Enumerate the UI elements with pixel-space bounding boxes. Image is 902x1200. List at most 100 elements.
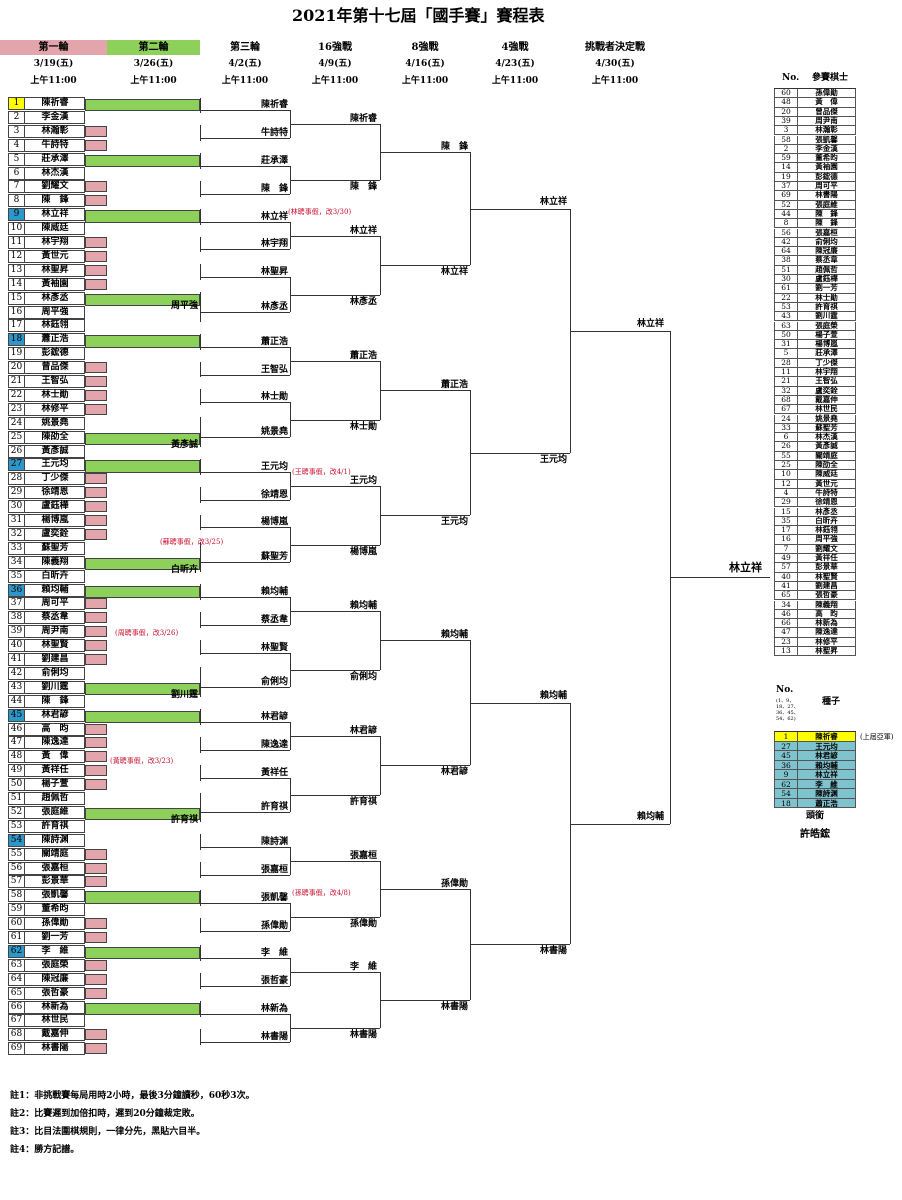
ranking-no: 8 [775,219,798,228]
bracket-line [290,124,380,126]
player-name: 劉一芳 [41,932,69,942]
round-label: 4強戰 [501,42,529,53]
ranking-no: 38 [775,256,798,265]
seed-number: 39 [9,626,25,638]
round1-box [85,1029,107,1041]
ranking-no: 12 [775,479,798,488]
winner-name: 牛詩特 [260,128,288,139]
ranking-name: 林彥丞 [815,506,838,516]
ranking-no: 5 [775,349,798,358]
round2-box [85,1002,200,1015]
winner-name: 楊博嵐 [260,517,288,528]
bracket-line [570,330,670,332]
bracket-line [470,702,570,704]
winner-name: 張凱馨 [260,892,288,903]
player-name: 林彥丞 [41,292,69,303]
bracket-line [200,1001,201,1017]
winner-name: 姚景堯 [260,427,288,438]
ranking-name: 陳義翔 [815,599,838,609]
player-name: 賴均輔 [41,584,69,595]
ranking-no: 68 [775,395,798,405]
ranking-no: 58 [775,135,798,144]
round1-box [85,765,107,777]
ranking-no: 37 [775,181,798,191]
bracket-line [290,485,380,487]
seed-name: 陳詩渊 [815,789,838,798]
ranking-name: 盧鈺樺 [815,274,838,283]
seed-name: 蕭正浩 [815,798,838,808]
ranking-no: 23 [775,637,798,646]
bracket-line [290,861,380,863]
round1-box [85,264,107,276]
seed-number: 47 [9,737,25,749]
bracket-line [380,152,470,154]
seed-number: 48 [9,751,25,763]
schedule-note: (王聘事假，改4/1) [292,468,351,476]
bracket-line [200,562,290,564]
seed-number: 68 [9,1029,25,1041]
round2-box [85,99,200,112]
round2-box [85,807,200,821]
bracket-line [200,812,290,814]
winner-name: 張嘉桓 [349,851,377,862]
round1-box [85,389,107,401]
bracket-line [200,292,201,322]
round1-box [85,862,107,874]
winner-name: 李 維 [349,962,377,973]
winner-name: 徐靖恩 [260,489,288,500]
ranking-name: 林士勛 [815,292,838,302]
seed-number: 31 [9,515,25,526]
bracket-line [200,153,201,169]
seed-number: 55 [9,848,25,860]
seed-number: 56 [9,862,25,874]
ranking-name: 張哲豪 [815,590,838,600]
seed-number: 22 [9,389,25,401]
ranking-name: 李金漢 [815,143,838,153]
bracket-line [200,902,290,904]
bracket-line [200,777,290,779]
winner-name: 林書陽 [349,1029,377,1040]
player-name: 蕭正浩 [41,334,69,345]
ranking-name: 陳威廷 [815,469,838,479]
ranking-no: 3 [775,126,798,135]
player-name: 林瀚彰 [41,125,69,136]
bracket-line [200,652,290,654]
bracket-line [200,834,201,851]
bracket-line [200,874,290,876]
player-name: 蘇聖芳 [41,542,69,553]
footnote: 註4：勝方記譜。 [10,1145,80,1155]
round1-box [85,195,107,207]
winner-name: 王元均 [440,517,468,528]
player-name: 徐靖恩 [41,487,69,498]
round2-box [85,585,200,598]
referee-label: 頭銜 [806,811,825,821]
round-time: 上午11:00 [221,76,269,86]
player-name: 林聖賢 [41,640,69,651]
bracket-line [200,667,201,698]
round2-winner: 白昕卉 [170,565,198,576]
ranking-name: 俞俐均 [815,236,838,246]
winner-name: 陳 鋒 [260,183,288,194]
winner-name: 楊博嵐 [349,546,377,557]
player-name: 許育祺 [41,820,69,831]
seed-number: 28 [9,473,25,485]
schedule-note: (林聘事假，改3/30) [288,208,352,216]
bracket-line [200,458,201,475]
bracket-line [200,514,201,531]
winner-name: 蘇聖芳 [260,552,288,563]
round1-box [85,139,107,151]
